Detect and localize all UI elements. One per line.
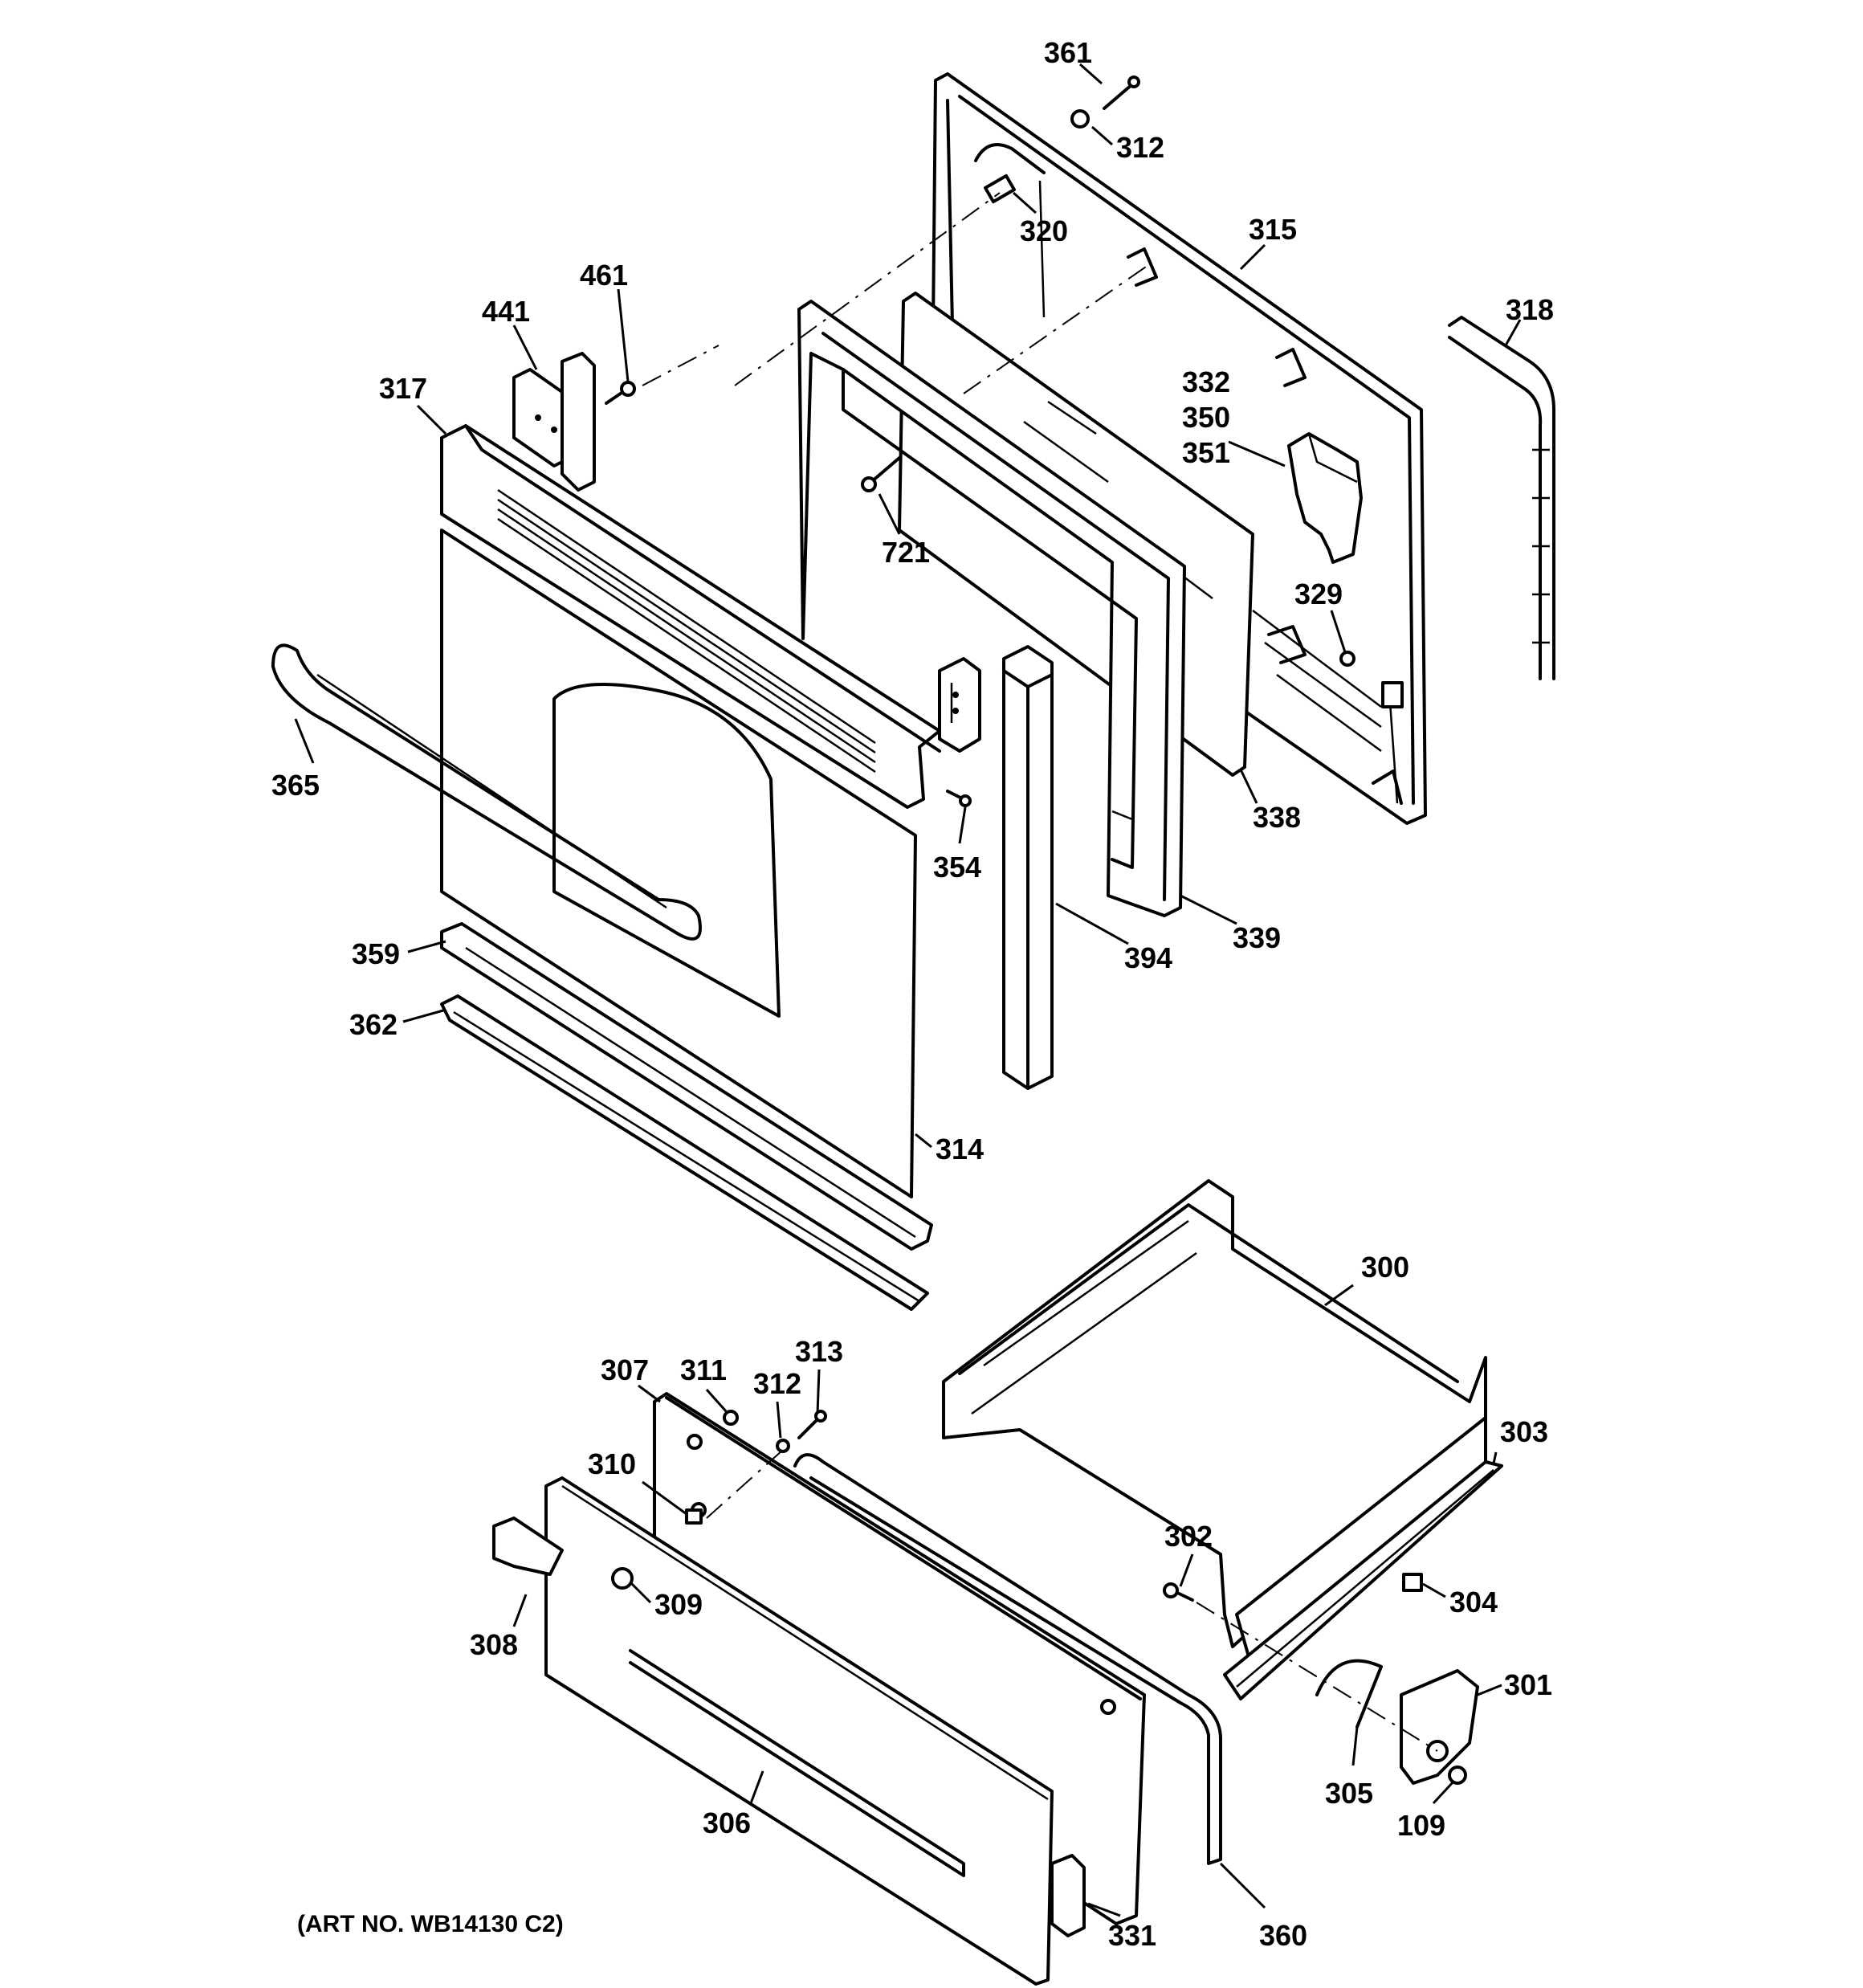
callout-339: 339 [1233, 921, 1281, 954]
assembly-line [734, 192, 1001, 386]
part-350-351-insulation [1287, 432, 1363, 564]
part-301-bracket [1400, 1669, 1479, 1785]
assembly-line [1196, 1602, 1438, 1752]
part-310-clip [685, 1508, 703, 1525]
part-306-drawer-front-panel [544, 1476, 1054, 1986]
part-312-washer [1070, 109, 1090, 129]
callout-302: 302 [1164, 1520, 1213, 1553]
part-361-screw [1103, 76, 1140, 110]
callout-461: 461 [580, 259, 628, 292]
callout-300: 300 [1361, 1251, 1409, 1284]
callout-308: 308 [470, 1628, 518, 1661]
callout-360: 360 [1259, 1919, 1307, 1952]
part-312-washer [776, 1439, 790, 1453]
callout-310: 310 [588, 1447, 636, 1480]
part-317-vent-trim [440, 424, 941, 809]
assembly-line [642, 345, 720, 386]
part-339-glass-frame [797, 300, 1186, 917]
callout-329: 329 [1294, 578, 1343, 610]
callout-394: 394 [1124, 941, 1172, 974]
part-305-wire-spring [1315, 1659, 1383, 1729]
part-302-pin [1163, 1582, 1194, 1602]
part-331-side-plate [1050, 1854, 1086, 1937]
part-308-drawer-trim [492, 1517, 634, 1590]
callout-315: 315 [1249, 213, 1297, 246]
callout-338: 338 [1253, 801, 1301, 834]
callout-354: 354 [933, 851, 981, 884]
callout-305: 305 [1325, 1777, 1373, 1810]
callout-351: 351 [1182, 436, 1230, 469]
part-329-fastener [1339, 651, 1355, 667]
callout-109: 109 [1397, 1809, 1445, 1842]
callout-labels: 361 312 320 315 318 461 441 317 332 350 … [271, 36, 1554, 1952]
part-721-screw [861, 456, 901, 492]
part-313-screw [797, 1410, 827, 1439]
callout-307: 307 [601, 1353, 649, 1386]
part-303-drawer-rail [1223, 1460, 1503, 1700]
part-441-hinge [512, 352, 596, 492]
callout-361: 361 [1044, 36, 1092, 69]
callout-304: 304 [1449, 1586, 1498, 1619]
callout-359: 359 [352, 937, 400, 970]
callout-317: 317 [379, 372, 427, 405]
callout-311: 311 [680, 1353, 727, 1386]
callout-313: 313 [795, 1335, 843, 1368]
part-318-door-gasket [1448, 316, 1555, 680]
callout-331: 331 [1108, 1919, 1156, 1952]
callout-332: 332 [1182, 365, 1230, 398]
callout-312: 312 [753, 1367, 801, 1400]
part-360-drawer-gasket [793, 1453, 1222, 1865]
part-109-nut [1448, 1766, 1467, 1785]
part-354-bracket [938, 657, 981, 807]
callout-362: 362 [349, 1008, 397, 1041]
callout-303: 303 [1500, 1415, 1548, 1448]
callout-365: 365 [271, 769, 320, 802]
part-304-clip [1402, 1573, 1423, 1592]
art-number: (ART NO. WB14130 C2) [297, 1911, 564, 1937]
part-320-pin [984, 173, 1016, 204]
part-461-screw [605, 381, 636, 405]
part-365-door-handle [271, 643, 702, 941]
callout-350: 350 [1182, 401, 1230, 434]
callout-318: 318 [1506, 293, 1554, 326]
leader-lines [294, 63, 1522, 1917]
callout-721: 721 [882, 536, 930, 569]
vent-slots [497, 488, 876, 774]
callout-312: 312 [1116, 131, 1164, 164]
part-314-outer-door-panel [440, 529, 917, 1198]
part-315-door-inner-liner [930, 72, 1427, 825]
callout-441: 441 [482, 295, 530, 328]
part-362-kick-plate [440, 994, 929, 1311]
callout-306: 306 [703, 1806, 751, 1839]
callout-314: 314 [936, 1133, 984, 1165]
part-311-nut [723, 1410, 739, 1426]
part-359-bottom-trim [440, 922, 933, 1251]
callout-320: 320 [1020, 214, 1068, 247]
part-394-side-trim [1002, 645, 1054, 1090]
callout-309: 309 [654, 1588, 703, 1621]
assembly-line [706, 1449, 784, 1519]
callout-301: 301 [1504, 1668, 1552, 1701]
